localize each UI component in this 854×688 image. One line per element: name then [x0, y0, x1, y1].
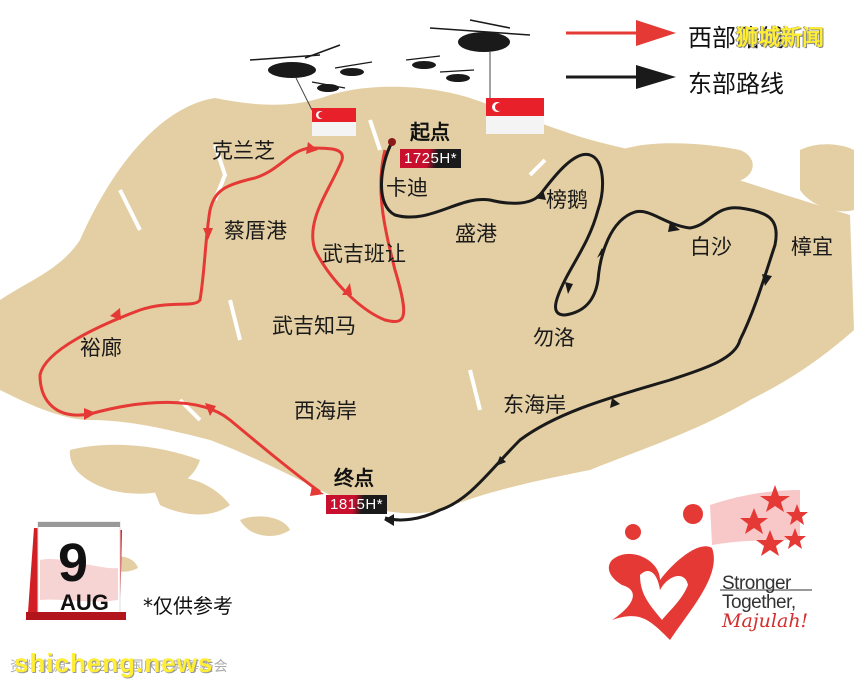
west-route-arrow: [84, 408, 96, 420]
start-point-title: 起点: [410, 120, 450, 144]
east-route-arrow: [668, 222, 680, 232]
east-route-arrow: [610, 398, 620, 408]
singapore-flag-icon: [486, 98, 544, 134]
place-choa-chu-kang: 蔡厝港: [224, 219, 287, 243]
ndp-logo-icon: [608, 485, 812, 640]
place-kranji: 克兰芝: [212, 139, 275, 163]
place-west-coast: 西海岸: [294, 399, 357, 423]
east-route-arrow: [384, 514, 394, 526]
east-route-arrow: [496, 456, 506, 466]
chinook-helicopter-icon: [249, 44, 341, 111]
pulau-tekong-land: [800, 144, 854, 212]
calendar: 9 AUG: [22, 522, 132, 628]
place-jurong: 裕廊: [80, 336, 122, 360]
ndp-logo-text: Stronger Together, Majulah!: [722, 574, 808, 631]
calendar-icon: [26, 521, 126, 620]
source-credit: 资料来源：2020年国庆庆典筹委会: [10, 659, 228, 675]
legend-west-route: 西部路线: [560, 12, 784, 58]
legend: 西部路线 东部路线: [560, 12, 784, 104]
apache-helicopter-icon: [311, 55, 475, 92]
west-route-arrow: [110, 308, 121, 320]
calendar-month: AUG: [60, 590, 109, 615]
start-point-marker: [388, 138, 396, 146]
place-bukit-panjang: 武吉班让: [322, 242, 406, 266]
singapore-flag-icon: [312, 108, 356, 136]
west-route-arrow: [310, 486, 324, 496]
place-bedok: 勿洛: [533, 326, 575, 350]
river-inlets: [118, 119, 547, 422]
pulau-ubin-land: [615, 143, 753, 184]
west-route-arrow: [342, 283, 352, 295]
east-route-arrow: [534, 190, 546, 200]
reference-note: *仅供参考: [143, 594, 233, 618]
place-changi: 樟宜: [791, 235, 833, 259]
watermark-top: 狮城新闻: [736, 26, 825, 51]
place-bukit-timah: 武吉知马: [272, 314, 356, 338]
east-route-arrow: [597, 248, 604, 258]
east-route-arrow: [565, 282, 573, 294]
watermark-bottom: shicheng.news: [14, 648, 214, 678]
start-time-badge: 1725H*: [400, 149, 462, 168]
logo-line-together: Together,: [722, 592, 796, 613]
southern-island-3: [240, 516, 290, 536]
place-pasir-ris: 白沙: [690, 235, 732, 259]
west-route-arrow: [205, 403, 216, 416]
west-route-arrow: [203, 228, 213, 240]
logo-line-majulah: Majulah!: [722, 610, 809, 632]
legend-east-route: 东部路线: [560, 58, 784, 104]
east-route-arrow: [762, 274, 772, 286]
place-punggol: 榜鹅: [546, 188, 588, 212]
chinook-helicopter-icon: [429, 19, 531, 100]
end-point-title: 终点: [334, 466, 374, 490]
southern-island-2: [150, 476, 230, 515]
place-kadi: 卡迪: [386, 176, 428, 200]
calendar-day: 9: [58, 533, 89, 593]
west-route-arrow: [306, 142, 318, 154]
west-route-path: [38, 146, 406, 494]
west-route-legend-arrow-icon: [566, 20, 676, 46]
place-east-coast: 东海岸: [503, 393, 566, 417]
west-route-label: 西部路线: [688, 23, 784, 52]
logo-line-stronger: Stronger: [722, 573, 791, 594]
place-sengkang: 盛港: [455, 222, 497, 246]
end-time-badge: 1815H*: [326, 495, 388, 514]
east-route-label: 东部路线: [688, 69, 784, 98]
east-route-path: [380, 141, 778, 522]
east-route-legend-arrow-icon: [566, 65, 676, 89]
